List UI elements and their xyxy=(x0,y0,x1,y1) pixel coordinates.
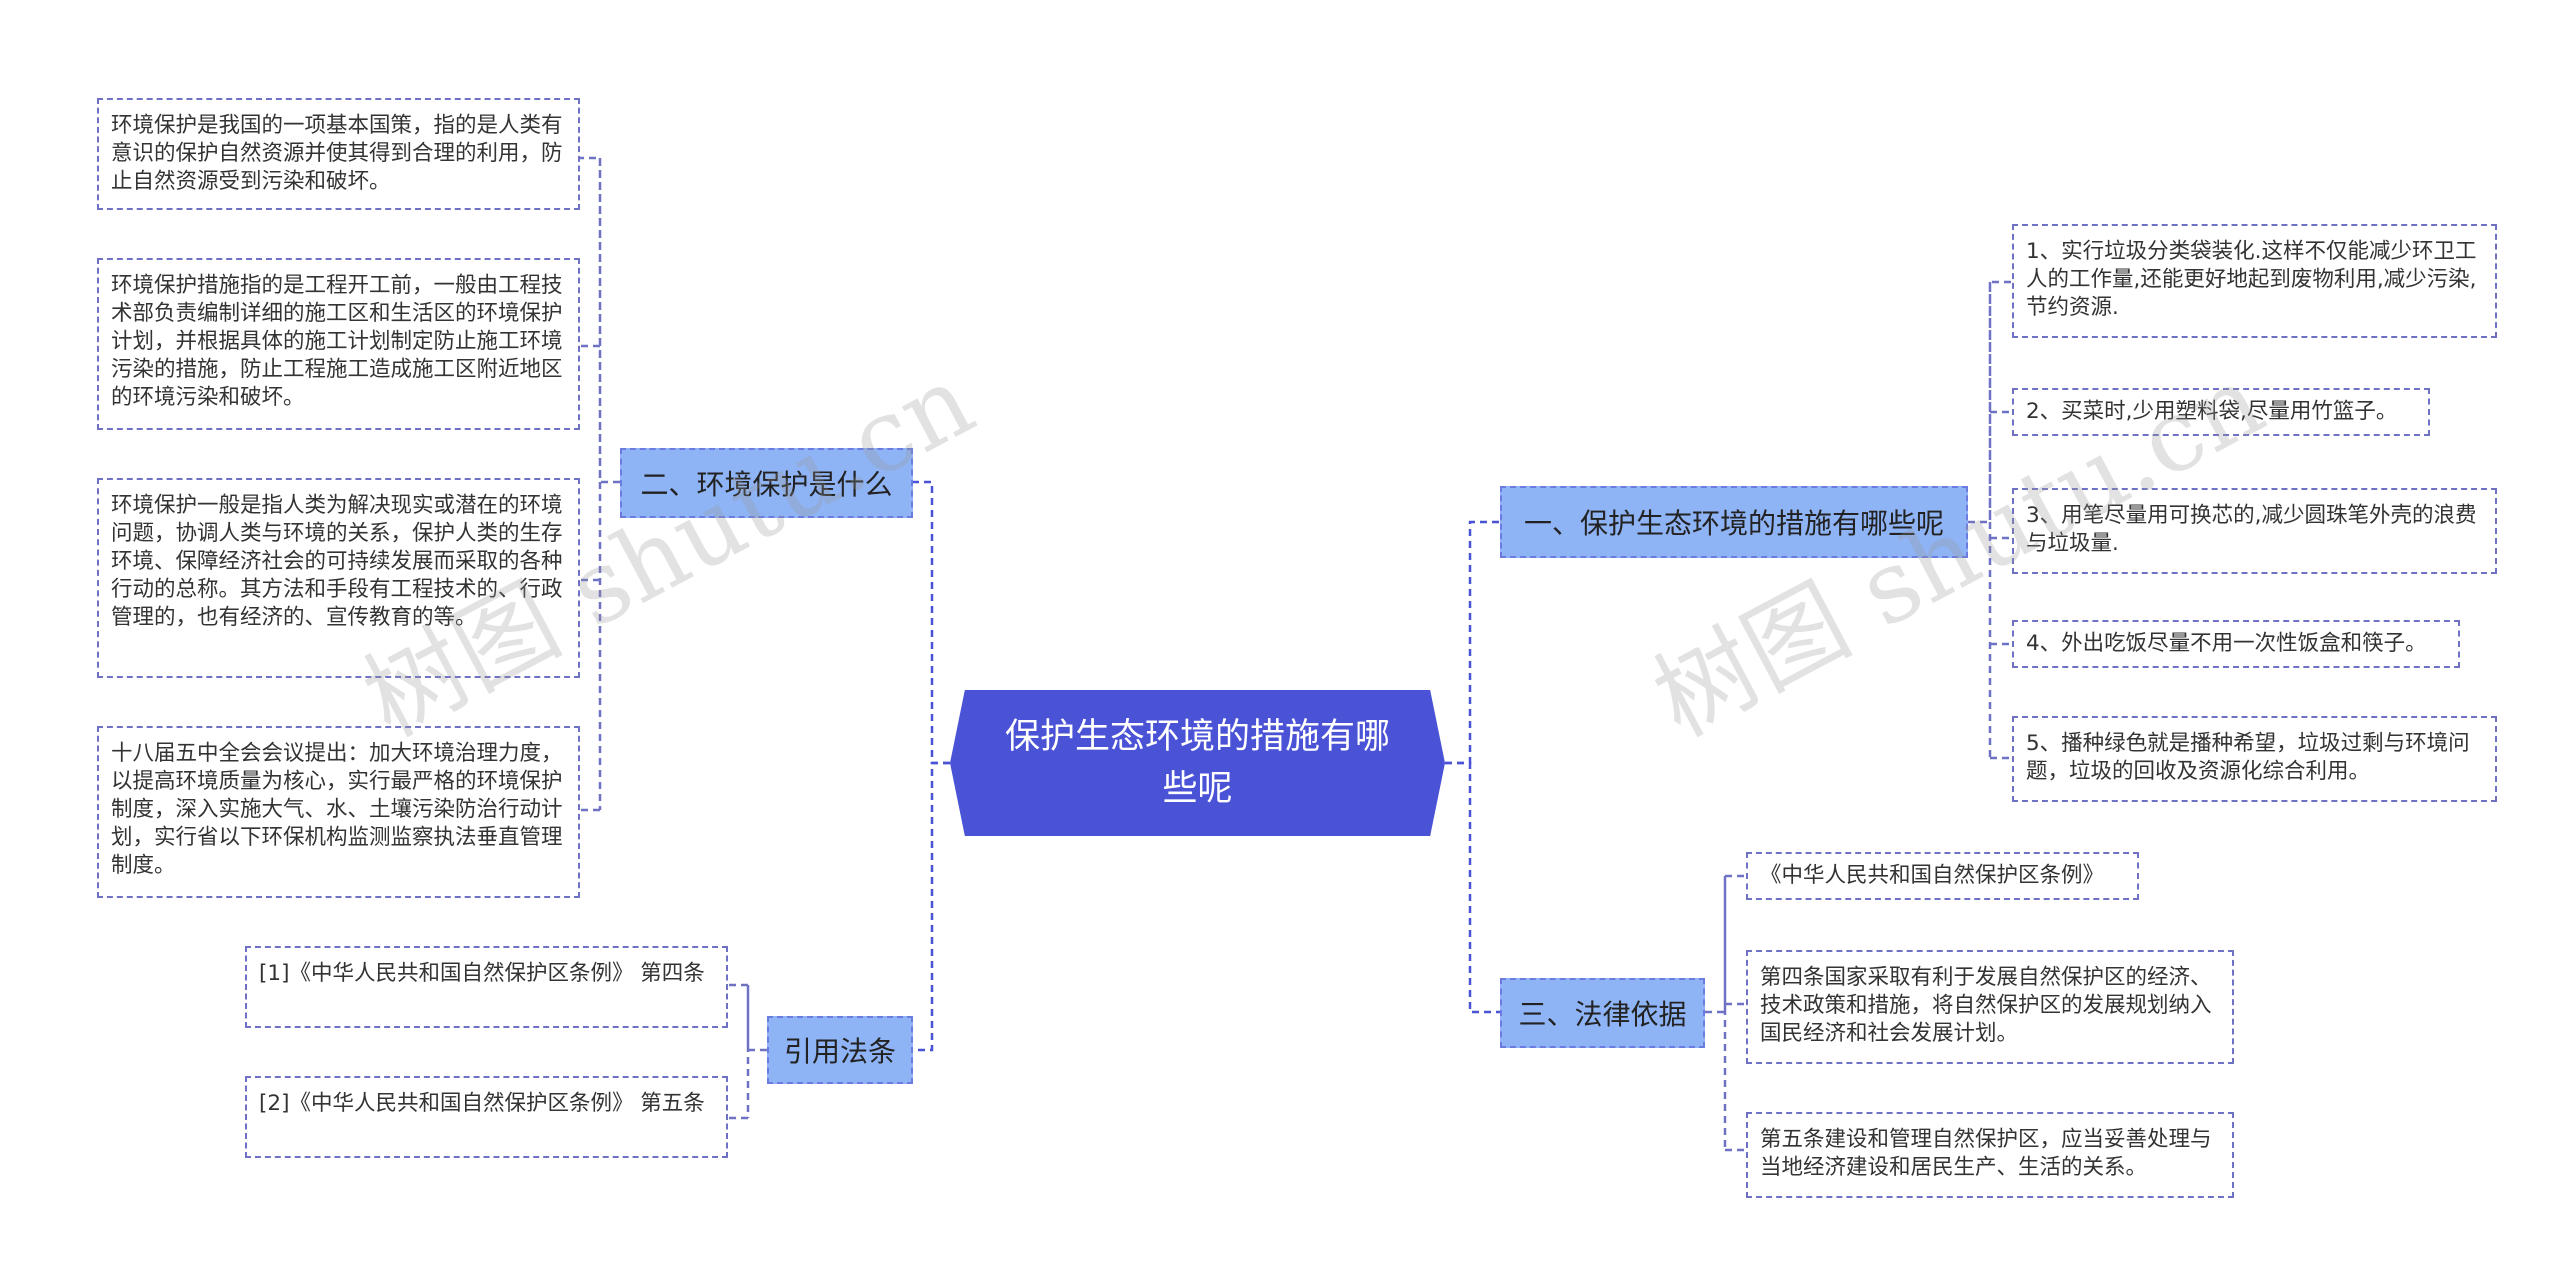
leaf-measures-3[interactable]: 3、用笔尽量用可换芯的,减少圆珠笔外壳的浪费与垃圾量. xyxy=(2012,488,2497,574)
leaf-text: 第四条国家采取有利于发展自然保护区的经济、技术政策和措施，将自然保护区的发展规划… xyxy=(1760,965,2212,1046)
connector-measures-items xyxy=(1968,280,2012,760)
branch-law-label: 三、法律依据 xyxy=(1518,998,1687,1031)
leaf-text: [1]《中华人民共和国自然保护区条例》 第四条 xyxy=(259,961,705,986)
connector-root-what xyxy=(913,480,950,765)
branch-cite[interactable]: 引用法条 xyxy=(767,1016,913,1084)
connector-root-measures xyxy=(1445,520,1500,765)
leaf-what-3[interactable]: 环境保护一般是指人类为解决现实或潜在的环境问题，协调人类与环境的关系，保护人类的… xyxy=(97,478,580,678)
leaf-measures-2[interactable]: 2、买菜时,少用塑料袋,尽量用竹篮子。 xyxy=(2012,388,2430,436)
leaf-text: 环境保护措施指的是工程开工前，一般由工程技术部负责编制详细的施工区和生活区的环境… xyxy=(111,273,563,410)
leaf-measures-4[interactable]: 4、外出吃饭尽量不用一次性饭盒和筷子。 xyxy=(2012,620,2460,668)
leaf-text: 环境保护是我国的一项基本国策，指的是人类有意识的保护自然资源并使其得到合理的利用… xyxy=(111,113,563,194)
branch-cite-label: 引用法条 xyxy=(783,1035,896,1068)
connector-cite-items xyxy=(728,983,767,1120)
root-node[interactable]: 保护生态环境的措施有哪些呢 xyxy=(950,690,1445,836)
connector-what-items xyxy=(580,156,620,812)
leaf-measures-1[interactable]: 1、实行垃圾分类袋装化.这样不仅能减少环卫工人的工作量,还能更好地起到废物利用,… xyxy=(2012,224,2497,338)
connector-root-cite xyxy=(913,761,950,1052)
leaf-what-4[interactable]: 十八届五中全会会议提出：加大环境治理力度，以提高环境质量为核心，实行最严格的环境… xyxy=(97,726,580,898)
leaf-text: 环境保护一般是指人类为解决现实或潜在的环境问题，协调人类与环境的关系，保护人类的… xyxy=(111,493,563,630)
leaf-what-1[interactable]: 环境保护是我国的一项基本国策，指的是人类有意识的保护自然资源并使其得到合理的利用… xyxy=(97,98,580,210)
branch-measures[interactable]: 一、保护生态环境的措施有哪些呢 xyxy=(1500,486,1968,558)
leaf-text: 4、外出吃饭尽量不用一次性饭盒和筷子。 xyxy=(2026,631,2427,656)
leaf-law-1[interactable]: 《中华人民共和国自然保护区条例》 xyxy=(1746,852,2139,900)
root-title: 保护生态环境的措施有哪些呢 xyxy=(1004,717,1390,809)
branch-what[interactable]: 二、环境保护是什么 xyxy=(620,448,913,518)
branch-law[interactable]: 三、法律依据 xyxy=(1500,978,1705,1048)
leaf-text: 第五条建设和管理自然保护区，应当妥善处理与当地经济建设和居民生产、生活的关系。 xyxy=(1760,1127,2212,1180)
leaf-what-2[interactable]: 环境保护措施指的是工程开工前，一般由工程技术部负责编制详细的施工区和生活区的环境… xyxy=(97,258,580,430)
branch-what-label: 二、环境保护是什么 xyxy=(640,468,893,501)
leaf-text: [2]《中华人民共和国自然保护区条例》 第五条 xyxy=(259,1091,705,1116)
leaf-cite-2[interactable]: [2]《中华人民共和国自然保护区条例》 第五条 xyxy=(245,1076,728,1158)
leaf-text: 5、播种绿色就是播种希望，垃圾过剩与环境问题，垃圾的回收及资源化综合利用。 xyxy=(2026,731,2470,784)
leaf-text: 3、用笔尽量用可换芯的,减少圆珠笔外壳的浪费与垃圾量. xyxy=(2026,503,2477,556)
leaf-text: 2、买菜时,少用塑料袋,尽量用竹篮子。 xyxy=(2026,399,2398,424)
connector-law-items xyxy=(1705,874,1746,1152)
leaf-text: 1、实行垃圾分类袋装化.这样不仅能减少环卫工人的工作量,还能更好地起到废物利用,… xyxy=(2026,239,2477,320)
branch-measures-label: 一、保护生态环境的措施有哪些呢 xyxy=(1523,507,1944,540)
leaf-cite-1[interactable]: [1]《中华人民共和国自然保护区条例》 第四条 xyxy=(245,946,728,1028)
connector-root-law xyxy=(1445,761,1500,1014)
leaf-text: 《中华人民共和国自然保护区条例》 xyxy=(1760,863,2105,888)
leaf-text: 十八届五中全会会议提出：加大环境治理力度，以提高环境质量为核心，实行最严格的环境… xyxy=(111,741,563,878)
leaf-measures-5[interactable]: 5、播种绿色就是播种希望，垃圾过剩与环境问题，垃圾的回收及资源化综合利用。 xyxy=(2012,716,2497,802)
leaf-law-2[interactable]: 第四条国家采取有利于发展自然保护区的经济、技术政策和措施，将自然保护区的发展规划… xyxy=(1746,950,2234,1064)
leaf-law-3[interactable]: 第五条建设和管理自然保护区，应当妥善处理与当地经济建设和居民生产、生活的关系。 xyxy=(1746,1112,2234,1198)
